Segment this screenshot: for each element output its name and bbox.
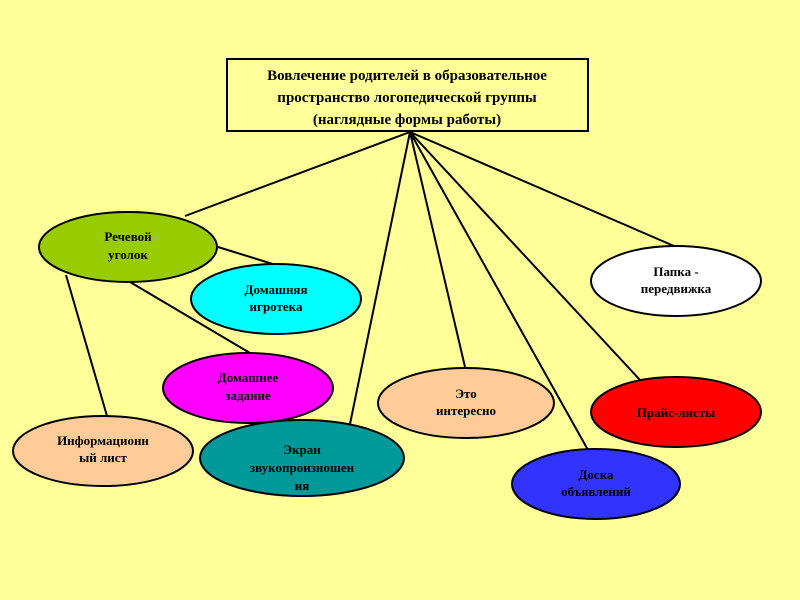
node-info-sheet: Информационн ый лист — [12, 415, 194, 487]
node-pronunciation-screen: Экран звукопроизношен ия — [199, 419, 405, 497]
node-label: игротека — [250, 299, 303, 314]
connector-pronunciation-screen — [349, 131, 411, 425]
node-label: Домашняя — [245, 282, 308, 297]
node-interesting: Это интересно — [377, 367, 555, 439]
node-label: Это — [455, 386, 477, 401]
node-shape — [162, 352, 334, 424]
title-line: пространство логопедической группы — [277, 90, 537, 106]
node-shape — [199, 419, 405, 497]
title-line: (наглядные формы работы) — [313, 112, 501, 128]
node-label: объявлений — [561, 484, 631, 499]
title-line: Вовлечение родителей в образовательное — [267, 68, 547, 84]
node-shape — [377, 367, 555, 439]
title-frame — [226, 58, 589, 132]
connector-folder — [409, 131, 675, 247]
node-label: задание — [225, 388, 271, 403]
connector-price-lists — [409, 131, 641, 381]
node-speech-corner: Речевой уголок — [38, 211, 218, 283]
node-label: Информационн — [57, 433, 149, 448]
node-price-lists: Прайс-листы — [590, 376, 762, 448]
node-notice-board: Доска объявлений — [511, 448, 681, 520]
node-shape — [511, 448, 681, 520]
node-homework: Домашнее задание — [162, 352, 334, 424]
node-label: ый лист — [79, 450, 127, 465]
node-label: Речевой — [104, 229, 152, 244]
node-shape — [38, 211, 218, 283]
connector-info-sheet — [65, 274, 108, 417]
node-label: Домашнее — [218, 370, 279, 385]
title-box: Вовлечение родителей в образовательное п… — [226, 58, 589, 132]
node-label: Папка - — [653, 264, 698, 279]
node-label: передвижка — [641, 281, 712, 296]
connectors — [65, 131, 675, 451]
connector-homework — [129, 281, 251, 354]
node-label: Экран — [283, 442, 321, 457]
node-label: ия — [295, 478, 310, 493]
connector-interesting — [409, 131, 466, 368]
connector-notice-board — [409, 131, 589, 451]
connector-speech-corner — [184, 131, 411, 217]
node-label: Доска — [578, 467, 614, 482]
node-label: интересно — [436, 403, 496, 418]
node-folder: Папка - передвижка — [590, 245, 762, 317]
node-shape — [590, 376, 762, 448]
node-home-game-library: Домашняя игротека — [190, 263, 362, 335]
node-shape — [590, 245, 762, 317]
connector-game-library — [217, 246, 277, 266]
node-label: уголок — [108, 247, 148, 262]
node-shape — [190, 263, 362, 335]
node-label: звукопроизношен — [250, 460, 355, 475]
node-shape — [12, 415, 194, 487]
node-label: Прайс-листы — [637, 405, 716, 420]
